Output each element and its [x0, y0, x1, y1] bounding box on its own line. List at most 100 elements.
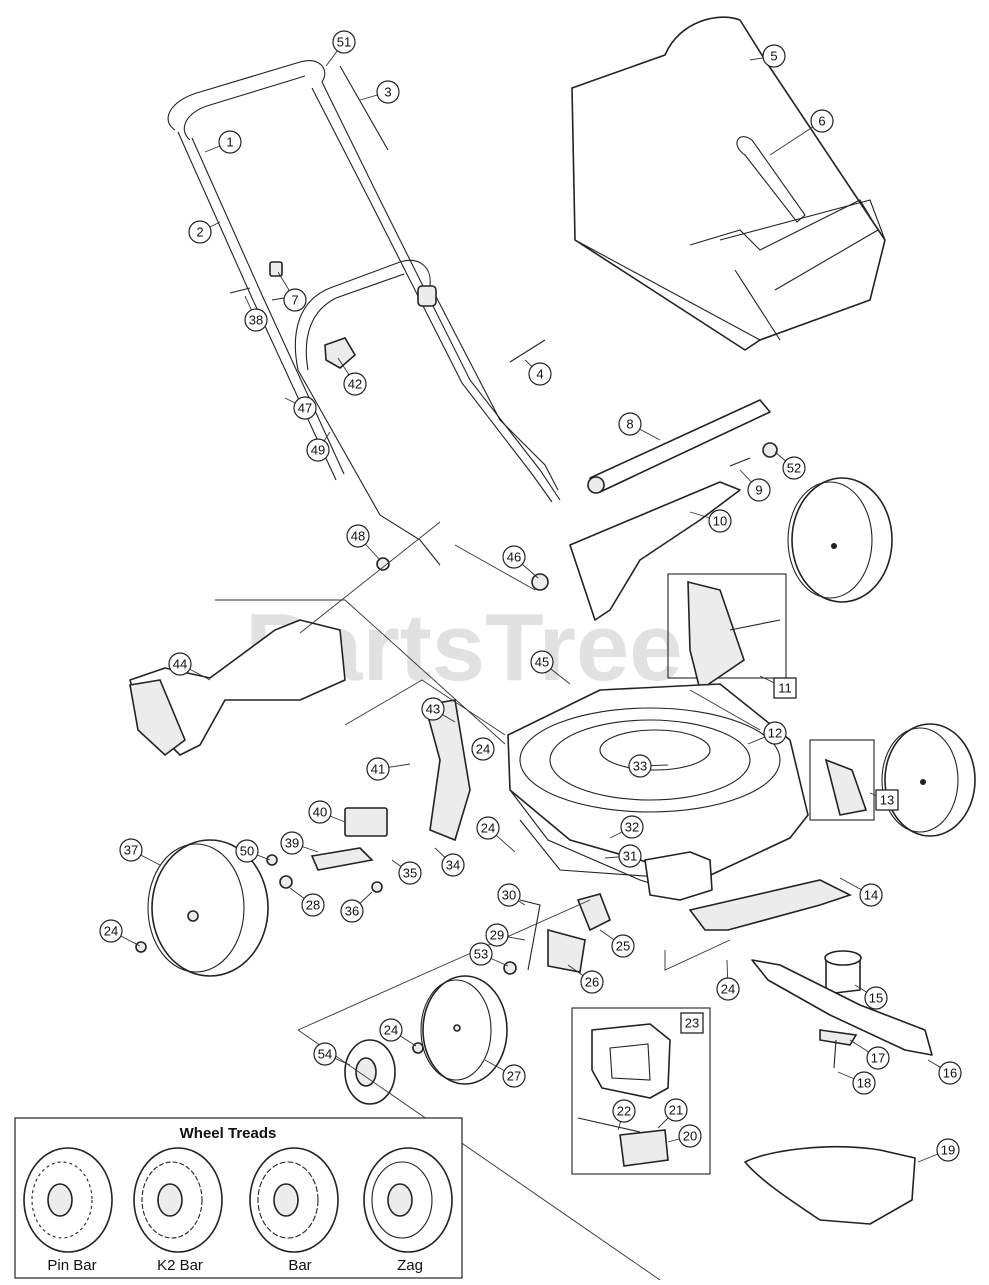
callout-circle — [782, 456, 806, 480]
callout-13: 13 — [869, 789, 899, 811]
grass-bag — [571, 16, 886, 351]
callout-44: 44 — [168, 652, 211, 681]
callout-number: 17 — [871, 1051, 885, 1066]
callout-number: 26 — [585, 975, 599, 990]
callout-circle — [708, 509, 732, 533]
callout-number: 32 — [625, 820, 639, 835]
callout-number: 41 — [371, 762, 385, 777]
callout-2: 2 — [188, 220, 221, 244]
callout-29: 29 — [485, 923, 526, 947]
tread-wheel-54 — [344, 1039, 396, 1105]
callout-circle — [283, 288, 307, 312]
callout-number: 53 — [474, 947, 488, 962]
callout-number: 22 — [617, 1104, 631, 1119]
callout-5: 5 — [749, 44, 786, 68]
upper-handle — [167, 60, 561, 503]
callout-number: 40 — [313, 805, 327, 820]
callout-circle — [859, 883, 883, 907]
callout-circle — [188, 220, 212, 244]
callout-circle — [332, 30, 356, 54]
callout-number: 23 — [685, 1016, 699, 1031]
mower-deck — [507, 683, 809, 896]
callout-circle — [864, 986, 888, 1010]
callout-number: 24 — [721, 982, 735, 997]
treads-title: Wheel Treads — [180, 1125, 277, 1142]
callout-21: 21 — [657, 1098, 688, 1129]
tread-label: Zag — [397, 1257, 423, 1274]
callout-box — [875, 789, 899, 811]
callout-circle — [716, 977, 740, 1001]
callout-number: 2 — [196, 225, 203, 240]
callout-circle — [340, 899, 364, 923]
callout-number: 48 — [351, 529, 365, 544]
rear-wheel-right-2 — [881, 723, 976, 837]
height-adjuster-13 — [809, 739, 875, 821]
callout-number: 30 — [502, 888, 516, 903]
callout-number: 8 — [626, 417, 633, 432]
callout-number: 7 — [291, 293, 298, 308]
callout-22: 22 — [612, 1099, 636, 1131]
callout-circle — [280, 831, 304, 855]
callout-number: 27 — [507, 1069, 521, 1084]
tread-bar — [249, 1147, 339, 1253]
callout-circle — [852, 1071, 876, 1095]
callout-circle — [502, 545, 526, 569]
callout-number: 37 — [124, 843, 138, 858]
callout-19: 19 — [917, 1138, 960, 1163]
callout-11: 11 — [759, 675, 797, 699]
front-wheel-left — [135, 839, 383, 977]
callout-15: 15 — [854, 984, 888, 1010]
callout-number: 28 — [306, 898, 320, 913]
callout-circle — [441, 853, 465, 877]
callout-number: 6 — [818, 114, 825, 129]
callout-circle — [293, 396, 317, 420]
callout-circle — [810, 109, 834, 133]
callout-circle — [379, 1018, 403, 1042]
callout-number: 36 — [345, 904, 359, 919]
callout-number: 24 — [476, 742, 490, 757]
callout-number: 34 — [446, 858, 460, 873]
height-adjuster-11 — [667, 573, 787, 692]
callout-4: 4 — [524, 359, 552, 386]
callout-number: 9 — [755, 483, 762, 498]
callout-number: 24 — [384, 1023, 398, 1038]
callout-3: 3 — [359, 80, 400, 104]
callout-circle — [938, 1061, 962, 1085]
callout-24: 24 — [471, 737, 495, 761]
callout-circle — [476, 816, 500, 840]
callout-23: 23 — [680, 1012, 704, 1034]
side-discharge-kit — [571, 1007, 711, 1175]
callout-box — [680, 1012, 704, 1034]
callout-circle — [99, 919, 123, 943]
callout-circle — [218, 130, 242, 154]
callout-35: 35 — [391, 859, 422, 885]
callout-number: 45 — [535, 655, 549, 670]
rear-wheel-right — [787, 477, 893, 603]
callout-circle — [235, 839, 259, 863]
callout-circle — [301, 893, 325, 917]
callout-circle — [936, 1138, 960, 1162]
callout-number: 43 — [426, 702, 440, 717]
hinge-rod — [587, 399, 771, 494]
callout-30: 30 — [497, 883, 526, 907]
callout-circle — [612, 1099, 636, 1123]
callout-circle — [343, 372, 367, 396]
callout-7: 7 — [277, 271, 307, 312]
callout-8: 8 — [618, 412, 661, 441]
callout-14: 14 — [839, 877, 883, 907]
tread-label: K2 Bar — [157, 1257, 203, 1274]
callout-26: 26 — [567, 964, 604, 994]
callout-circle — [308, 800, 332, 824]
callout-46: 46 — [502, 545, 539, 579]
callout-32: 32 — [609, 815, 644, 839]
discharge-chute — [644, 851, 853, 931]
callout-number: 33 — [633, 759, 647, 774]
callout-31: 31 — [604, 844, 642, 868]
callout-circle — [664, 1098, 688, 1122]
callout-box — [773, 677, 797, 699]
callout-circle — [471, 737, 495, 761]
callout-circle — [366, 757, 390, 781]
callout-18: 18 — [837, 1071, 876, 1095]
callout-number: 13 — [880, 793, 894, 808]
